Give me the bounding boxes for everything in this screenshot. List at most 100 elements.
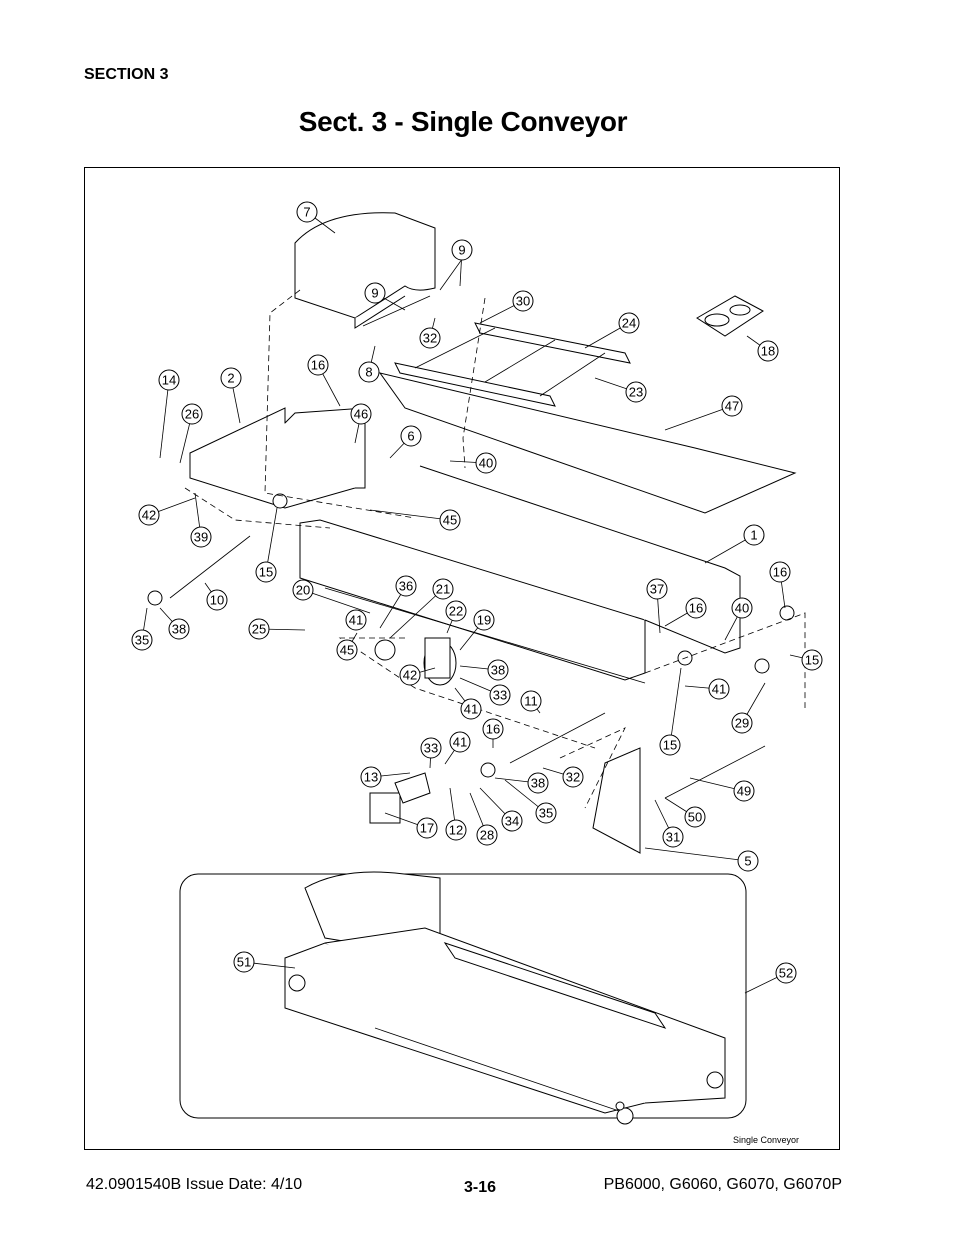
callout-41: 41 bbox=[454, 687, 482, 720]
callout-16: 16 bbox=[307, 354, 341, 407]
callout-number: 16 bbox=[311, 358, 325, 373]
callout-16: 16 bbox=[482, 718, 504, 748]
callout-number: 23 bbox=[629, 385, 643, 400]
callout-number: 33 bbox=[424, 741, 438, 756]
callout-14: 14 bbox=[158, 369, 180, 459]
callout-balloon bbox=[743, 524, 765, 546]
callout-balloon bbox=[801, 649, 823, 671]
callout-balloon bbox=[168, 618, 190, 640]
callout-number: 30 bbox=[516, 294, 530, 309]
callout-number: 12 bbox=[449, 823, 463, 838]
callout-balloon bbox=[520, 690, 542, 712]
callout-50: 50 bbox=[664, 797, 706, 828]
callout-balloon bbox=[445, 819, 467, 841]
callout-number: 22 bbox=[449, 604, 463, 619]
callout-balloon bbox=[685, 597, 707, 619]
callout-number: 2 bbox=[227, 371, 234, 386]
callout-17: 17 bbox=[384, 812, 438, 839]
callout-balloon bbox=[400, 425, 422, 447]
callout-23: 23 bbox=[594, 377, 647, 403]
callout-number: 28 bbox=[480, 828, 494, 843]
callout-balloon bbox=[292, 579, 314, 601]
callout-24: 24 bbox=[584, 312, 640, 349]
callout-number: 15 bbox=[663, 738, 677, 753]
callout-1: 1 bbox=[704, 524, 765, 564]
callout-balloon bbox=[419, 327, 441, 349]
callout-number: 21 bbox=[436, 582, 450, 597]
callout-45: 45 bbox=[336, 632, 358, 661]
callout-42: 42 bbox=[399, 664, 436, 686]
callout-leader bbox=[159, 379, 170, 459]
section-label: SECTION 3 bbox=[84, 66, 169, 83]
callout-number: 6 bbox=[407, 429, 414, 444]
callout-number: 51 bbox=[237, 955, 251, 970]
callout-41: 41 bbox=[444, 731, 471, 765]
footer-models: PB6000, G6060, G6070, G6070P bbox=[603, 1176, 842, 1193]
callout-balloon bbox=[487, 659, 509, 681]
callout-balloon bbox=[190, 526, 212, 548]
callout-balloon bbox=[476, 824, 498, 846]
callout-balloon bbox=[432, 578, 454, 600]
callout-2: 2 bbox=[220, 367, 242, 424]
callout-28: 28 bbox=[469, 792, 498, 846]
callout-balloon bbox=[350, 403, 372, 425]
callout-40: 40 bbox=[724, 597, 753, 641]
callout-leader bbox=[389, 588, 444, 639]
callout-number: 10 bbox=[210, 593, 224, 608]
footer-page-number: 3-16 bbox=[463, 1179, 497, 1196]
callout-32: 32 bbox=[542, 766, 584, 788]
callout-number: 13 bbox=[364, 770, 378, 785]
callout-number: 24 bbox=[622, 316, 636, 331]
callout-number: 14 bbox=[162, 373, 176, 388]
callout-balloon bbox=[757, 340, 779, 362]
callout-leader bbox=[664, 405, 733, 431]
callout-leader bbox=[302, 589, 371, 614]
callout-52: 52 bbox=[744, 962, 797, 994]
callout-balloon bbox=[482, 718, 504, 740]
callout-balloon bbox=[721, 395, 743, 417]
callout-46: 46 bbox=[350, 403, 372, 444]
callout-7: 7 bbox=[296, 201, 336, 234]
belt-part bbox=[378, 372, 797, 514]
callout-leader bbox=[265, 507, 278, 573]
callout-41: 41 bbox=[345, 609, 367, 631]
callout-balloon bbox=[501, 810, 523, 832]
callout-number: 18 bbox=[761, 344, 775, 359]
callout-number: 32 bbox=[423, 331, 437, 346]
page-title: Sect. 3 - Single Conveyor bbox=[298, 106, 628, 137]
callout-balloon bbox=[233, 951, 255, 973]
callout-balloon bbox=[345, 609, 367, 631]
callout-balloon bbox=[646, 578, 668, 600]
hood-part bbox=[294, 212, 436, 319]
callout-number: 41 bbox=[712, 682, 726, 697]
callout-number: 16 bbox=[773, 565, 787, 580]
callout-number: 5 bbox=[744, 854, 751, 869]
callout-15: 15 bbox=[255, 507, 278, 583]
callout-balloon bbox=[451, 239, 473, 261]
callout-leader bbox=[369, 509, 451, 521]
callout-19: 19 bbox=[459, 609, 495, 651]
callout-balloon bbox=[473, 609, 495, 631]
callout-37: 37 bbox=[646, 578, 668, 634]
callout-41: 41 bbox=[684, 678, 730, 700]
callout-balloon bbox=[527, 772, 549, 794]
callout-balloon bbox=[131, 629, 153, 651]
callout-number: 11 bbox=[524, 694, 538, 709]
callout-balloon bbox=[399, 664, 421, 686]
callout-number: 42 bbox=[142, 508, 156, 523]
callout-leader bbox=[669, 667, 682, 746]
callout-38: 38 bbox=[459, 659, 509, 681]
callout-balloon bbox=[420, 737, 442, 759]
callout-balloon bbox=[158, 369, 180, 391]
callout-42: 42 bbox=[138, 497, 196, 526]
callout-number: 16 bbox=[486, 722, 500, 737]
callout-21: 21 bbox=[389, 578, 454, 639]
callout-balloon bbox=[445, 600, 467, 622]
callout-balloon bbox=[737, 850, 759, 872]
callout-balloon bbox=[708, 678, 730, 700]
callout-number: 52 bbox=[779, 966, 793, 981]
callout-number: 41 bbox=[453, 735, 467, 750]
callout-balloon bbox=[307, 354, 329, 376]
callout-25: 25 bbox=[248, 618, 306, 640]
